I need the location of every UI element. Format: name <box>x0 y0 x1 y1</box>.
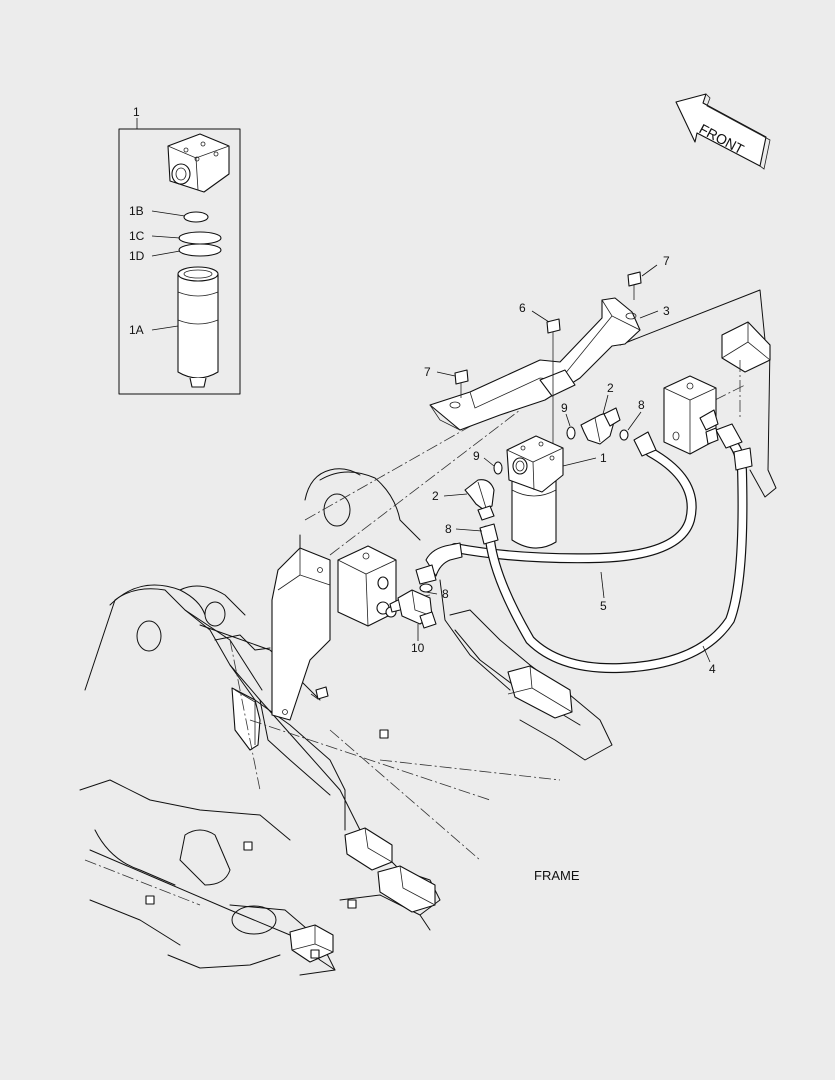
callout-2-right: 2 <box>607 381 614 395</box>
seal-8-right <box>619 429 629 441</box>
o-ring-9-right <box>566 426 576 440</box>
o-ring-1c <box>178 231 222 245</box>
callout-6: 6 <box>519 301 526 315</box>
filter-element-1a <box>177 266 219 388</box>
valve-block-left <box>337 545 397 627</box>
front-arrow: FRONT <box>675 93 771 170</box>
screw-6 <box>546 318 561 452</box>
callout-7-right: 7 <box>663 254 670 268</box>
tee-fitting-10 <box>389 589 437 629</box>
part-callouts: 1 1B 1C 1D 1A 7 6 3 7 2 9 8 9 1 2 8 8 10… <box>129 105 716 676</box>
callout-3: 3 <box>663 304 670 318</box>
callout-1d: 1D <box>129 249 145 263</box>
callout-4: 4 <box>709 662 716 676</box>
callout-1b: 1B <box>129 204 144 218</box>
o-ring-1d <box>178 243 222 257</box>
callout-7-left: 7 <box>424 365 431 379</box>
callout-1-main: 1 <box>600 451 607 465</box>
hose-4 <box>479 423 753 674</box>
callout-1c: 1C <box>129 229 145 243</box>
callout-1a: 1A <box>129 323 144 337</box>
valve-block-right <box>663 375 719 455</box>
mounting-bracket-3 <box>429 297 641 431</box>
screw-7-right <box>627 271 642 300</box>
hose-5 <box>415 431 697 585</box>
callout-2-left: 2 <box>432 489 439 503</box>
callout-10: 10 <box>411 641 425 655</box>
callout-1-inset: 1 <box>133 105 140 119</box>
filter-head <box>167 133 230 193</box>
callout-9-right: 9 <box>561 401 568 415</box>
callout-8-lower: 8 <box>442 587 449 601</box>
callout-9-left: 9 <box>473 449 480 463</box>
callout-8-right: 8 <box>638 398 645 412</box>
filter-detail-inset <box>118 118 241 395</box>
o-ring-1b <box>183 211 209 223</box>
elbow-fitting-2-left <box>464 479 495 521</box>
seal-8-lower <box>419 583 433 593</box>
elbow-fitting-2-right <box>580 407 621 445</box>
screw-7-left <box>454 369 469 398</box>
callout-8-left: 8 <box>445 522 452 536</box>
o-ring-9-left <box>493 461 503 475</box>
leader-lines <box>417 264 711 663</box>
callout-5: 5 <box>600 599 607 613</box>
filter-assembly-1 <box>506 435 564 549</box>
frame-label: FRAME <box>534 868 580 883</box>
frame-outline <box>79 289 777 976</box>
